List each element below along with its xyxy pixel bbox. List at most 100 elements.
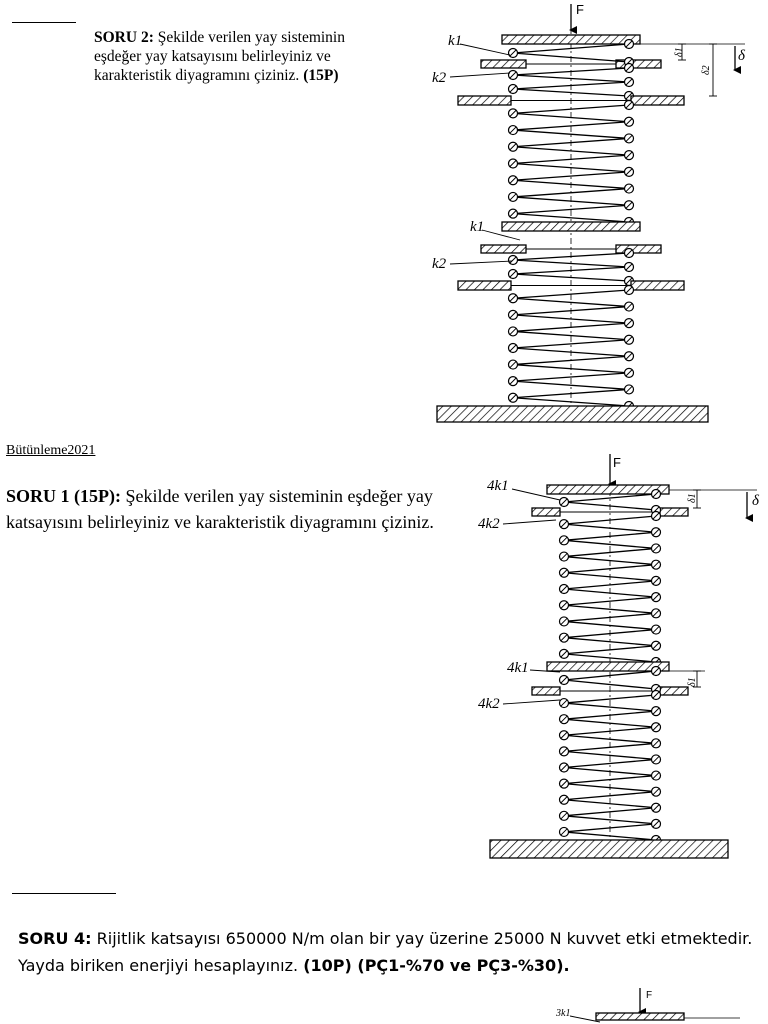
fig1-k2-leader	[502, 519, 557, 525]
spring-system-figure-q4	[569, 988, 740, 1023]
fig2-spring-column-1-wire-mark	[625, 168, 633, 176]
fig2-inner-coil-top-wire-mark	[625, 40, 633, 48]
fig1-spring-column-2-wire-mark	[560, 731, 568, 739]
fig2-spring-column-1-wire-mark	[625, 151, 633, 159]
fig2-delta1-label: δ1	[674, 47, 685, 57]
fig2-spring-column-1-wire-mark	[509, 193, 517, 201]
fig2-spring-column-2-wire-mark	[509, 361, 517, 368]
fig2-outer-coil-top-wire-mark	[625, 78, 633, 86]
fig1-k2-plate-left	[531, 507, 561, 517]
fig2-spring-column-1	[512, 104, 630, 223]
fig1-k2-lower-label: 4k2	[478, 696, 500, 712]
fig1-spring-column-2-wire-mark	[652, 820, 660, 828]
fig1-spring-column-2-wire-mark	[652, 772, 660, 779]
fig2-spring-column-2-wire-mark	[625, 303, 633, 310]
fig2-k1-lower-label: k1	[470, 219, 484, 235]
fig2-spring-column-2-wire-mark	[625, 369, 633, 377]
fig2-outer-coil-top-wire-mark	[625, 64, 633, 72]
fig1-inner-coil-top-wire-mark	[652, 490, 660, 498]
fig2-spring-short-wire-mark	[509, 270, 517, 278]
question-4-points: (10P) (PÇ1-%70 ve PÇ3-%30).	[303, 956, 570, 975]
fig1-k1-leader	[511, 488, 561, 501]
fig1-spring-column-1-wire-mark	[560, 634, 568, 642]
fig3-force-label: F	[646, 990, 652, 1001]
fig2-mid-plate-1-left	[457, 95, 512, 106]
fig2-spring-column-1-wire-mark	[625, 201, 633, 209]
fig3-k1-leader	[569, 1015, 601, 1023]
fig2-inner-coil-top	[512, 43, 630, 63]
fig1-spring-column-2-wire-mark	[560, 764, 568, 771]
fig1-inner-coil-lower-wire-mark	[652, 667, 660, 675]
fig2-delta2-label: δ2	[701, 65, 712, 75]
question-2-points: (15P)	[303, 67, 339, 84]
fig1-inner-coil-top	[563, 493, 657, 511]
fig2-k2-lower-label: k2	[432, 256, 447, 272]
fig1-top-plate	[546, 484, 670, 495]
fig2-outer-coil-top-wire-mark	[509, 85, 517, 93]
fig1-k1-label: 4k1	[487, 478, 509, 494]
fig2-ground	[436, 405, 709, 423]
fig2-top-plate	[501, 34, 641, 45]
fig2-inner-coil-top-wire-mark	[509, 49, 517, 57]
question-1-body: Şekilde verilen yay sisteminin eşdeğer y…	[6, 486, 434, 532]
fig2-spring-column-2-wire-mark	[509, 377, 517, 385]
fig2-k1-label: k1	[448, 33, 462, 49]
fig2-spring-column-1-wire-mark	[509, 143, 517, 151]
fig2-spring-column-1-wire-mark	[509, 126, 517, 134]
fig2-k1-leader	[459, 43, 511, 56]
fig1-spring-column-2-wire-mark	[560, 715, 568, 723]
fig1-k1-lower-label: 4k1	[507, 660, 529, 676]
fig1-spring-column-1-wire-mark	[652, 609, 660, 617]
fig1-spring-column-1-wire-mark	[560, 536, 568, 544]
fig2-spring-column-2-wire-mark	[509, 311, 517, 319]
fig1-spring-column-2-wire-mark	[560, 796, 568, 804]
fig1-spring-column-1-wire-mark	[560, 553, 568, 560]
fig1-spring-column-1-wire-mark	[560, 650, 568, 658]
fig1-spring-column-2-wire-mark	[560, 780, 568, 787]
fig1-spring-column-1-wire-mark	[560, 601, 568, 609]
question-2-label: SORU 2:	[94, 29, 154, 46]
fig2-mid-plate-1-right	[630, 95, 685, 106]
fig2-spring-column-2-wire-mark	[509, 294, 517, 302]
question-4-body: Rijitlik katsayısı 650000 N/m olan bir y…	[18, 929, 753, 975]
question-2-body: Şekilde verilen yay sisteminin eşdeğer y…	[94, 29, 345, 84]
fig1-spring-column-1-wire-mark	[560, 569, 568, 577]
fig1-spring-column-1-wire-mark	[652, 626, 660, 633]
fig2-delta-label: δ	[738, 48, 746, 64]
fig2-spring-column-2-wire-mark	[509, 394, 517, 402]
fig1-spring-column-1-wire-mark	[652, 528, 660, 536]
spring-system-figure-q2	[436, 4, 745, 423]
fig2-force-label: F	[576, 2, 584, 17]
question-2-text: SORU 2: Şekilde verilen yay sisteminin e…	[94, 28, 394, 85]
fig1-delta-label: δ	[752, 493, 760, 509]
question-4-text: SORU 4: Rijitlik katsayısı 650000 N/m ol…	[18, 925, 766, 979]
fig2-spring-column-1-wire-mark	[509, 176, 517, 184]
fig1-spring-column-2-wire-mark	[652, 691, 660, 699]
fig2-spring-column-1-wire-mark	[509, 160, 517, 167]
fig1-spring-column-1-wire-mark	[652, 577, 660, 585]
fig1-k1-lower-leader	[529, 669, 561, 673]
fig2-spring-column-2-wire-mark	[625, 352, 633, 360]
fig2-spring-column-2-wire-mark	[625, 336, 633, 344]
fig2-spring-short-wire-mark	[625, 249, 633, 257]
fig1-spring-column-2-wire-mark	[652, 739, 660, 747]
fig2-spring-short-wire-mark	[625, 277, 633, 285]
fig1-k2-lower-plate-right	[659, 686, 689, 696]
fig1-ground	[489, 839, 729, 859]
fig2-spring-column-2-wire-mark	[625, 386, 633, 393]
top-rule	[12, 22, 76, 23]
fig1-spring-column-1-wire-mark	[560, 585, 568, 593]
fig2-k1-lower-leader	[481, 229, 521, 241]
fig1-spring-column-2-wire-mark	[652, 756, 660, 763]
question-1-text: SORU 1 (15P): Şekilde verilen yay sistem…	[6, 483, 456, 535]
fig1-k2-lower-plate-left	[531, 686, 561, 696]
fig2-spring-short-wire-mark	[509, 256, 517, 264]
fig1-spring-column-2-wire-mark	[652, 707, 660, 715]
fig2-mid-plate-2-left	[457, 280, 512, 291]
fig1-spring-column-1-wire-mark	[652, 561, 660, 569]
fig1-k2-lower-leader	[502, 699, 561, 705]
fig1-delta1-lower-label: δ1	[687, 677, 698, 687]
fig3-k1-label: 3k1	[555, 1008, 570, 1019]
fig1-spring-column-1-wire-mark	[560, 520, 568, 528]
